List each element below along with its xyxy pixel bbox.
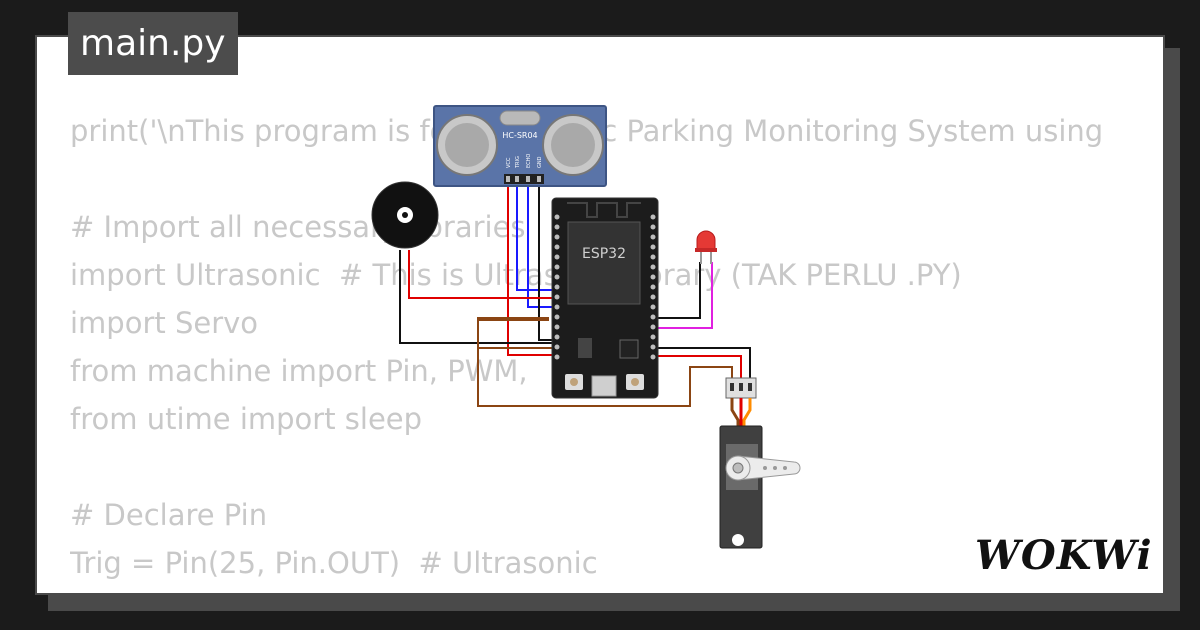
wire-vcc <box>507 182 555 356</box>
pin-label: TRIG <box>515 156 521 169</box>
pin-label: GND <box>537 156 543 168</box>
wire-echo <box>527 182 555 308</box>
ultrasonic-label: HC-SR04 <box>502 131 537 140</box>
wire-servo-vcc <box>652 355 742 382</box>
pin-label: ECHO <box>526 154 532 168</box>
wire-servo-gnd <box>652 347 751 382</box>
buzzer[interactable] <box>371 181 439 249</box>
wire-servo-signal <box>477 317 733 407</box>
wire-gnd <box>538 182 555 341</box>
esp32-board[interactable]: ESP32 <box>551 197 659 399</box>
wire-led-cathode <box>652 262 701 319</box>
wire-trig <box>516 182 555 291</box>
ultrasonic-sensor[interactable]: HC-SR04 VCC TRIG ECHO GND <box>433 105 607 187</box>
wire-buzzer-signal <box>408 250 555 299</box>
code-line: from utime import sleep <box>70 402 423 436</box>
code-preview: print('\nThis program is for Automatic P… <box>70 107 1134 593</box>
servo[interactable] <box>719 377 801 549</box>
wokwi-logo-text: WOKWi <box>975 532 1150 579</box>
wires <box>399 182 751 407</box>
led[interactable] <box>695 230 717 264</box>
esp32-label: ESP32 <box>582 246 626 262</box>
wire-buzzer-gnd <box>399 250 555 344</box>
wire-led-anode <box>652 262 713 329</box>
code-line: from machine import Pin, PWM, <box>70 354 537 388</box>
wokwi-logo: WOKWi <box>975 532 1150 579</box>
code-line: import Servo <box>70 306 259 340</box>
code-line: print('\nThis program is for Automatic P… <box>70 114 1104 148</box>
code-line: Trig = Pin(25, Pin.OUT) # Ultrasonic <box>70 546 598 580</box>
file-tab[interactable]: main.py <box>68 12 238 75</box>
code-line: # Declare Pin <box>70 498 268 532</box>
pin-label: VCC <box>506 157 512 168</box>
